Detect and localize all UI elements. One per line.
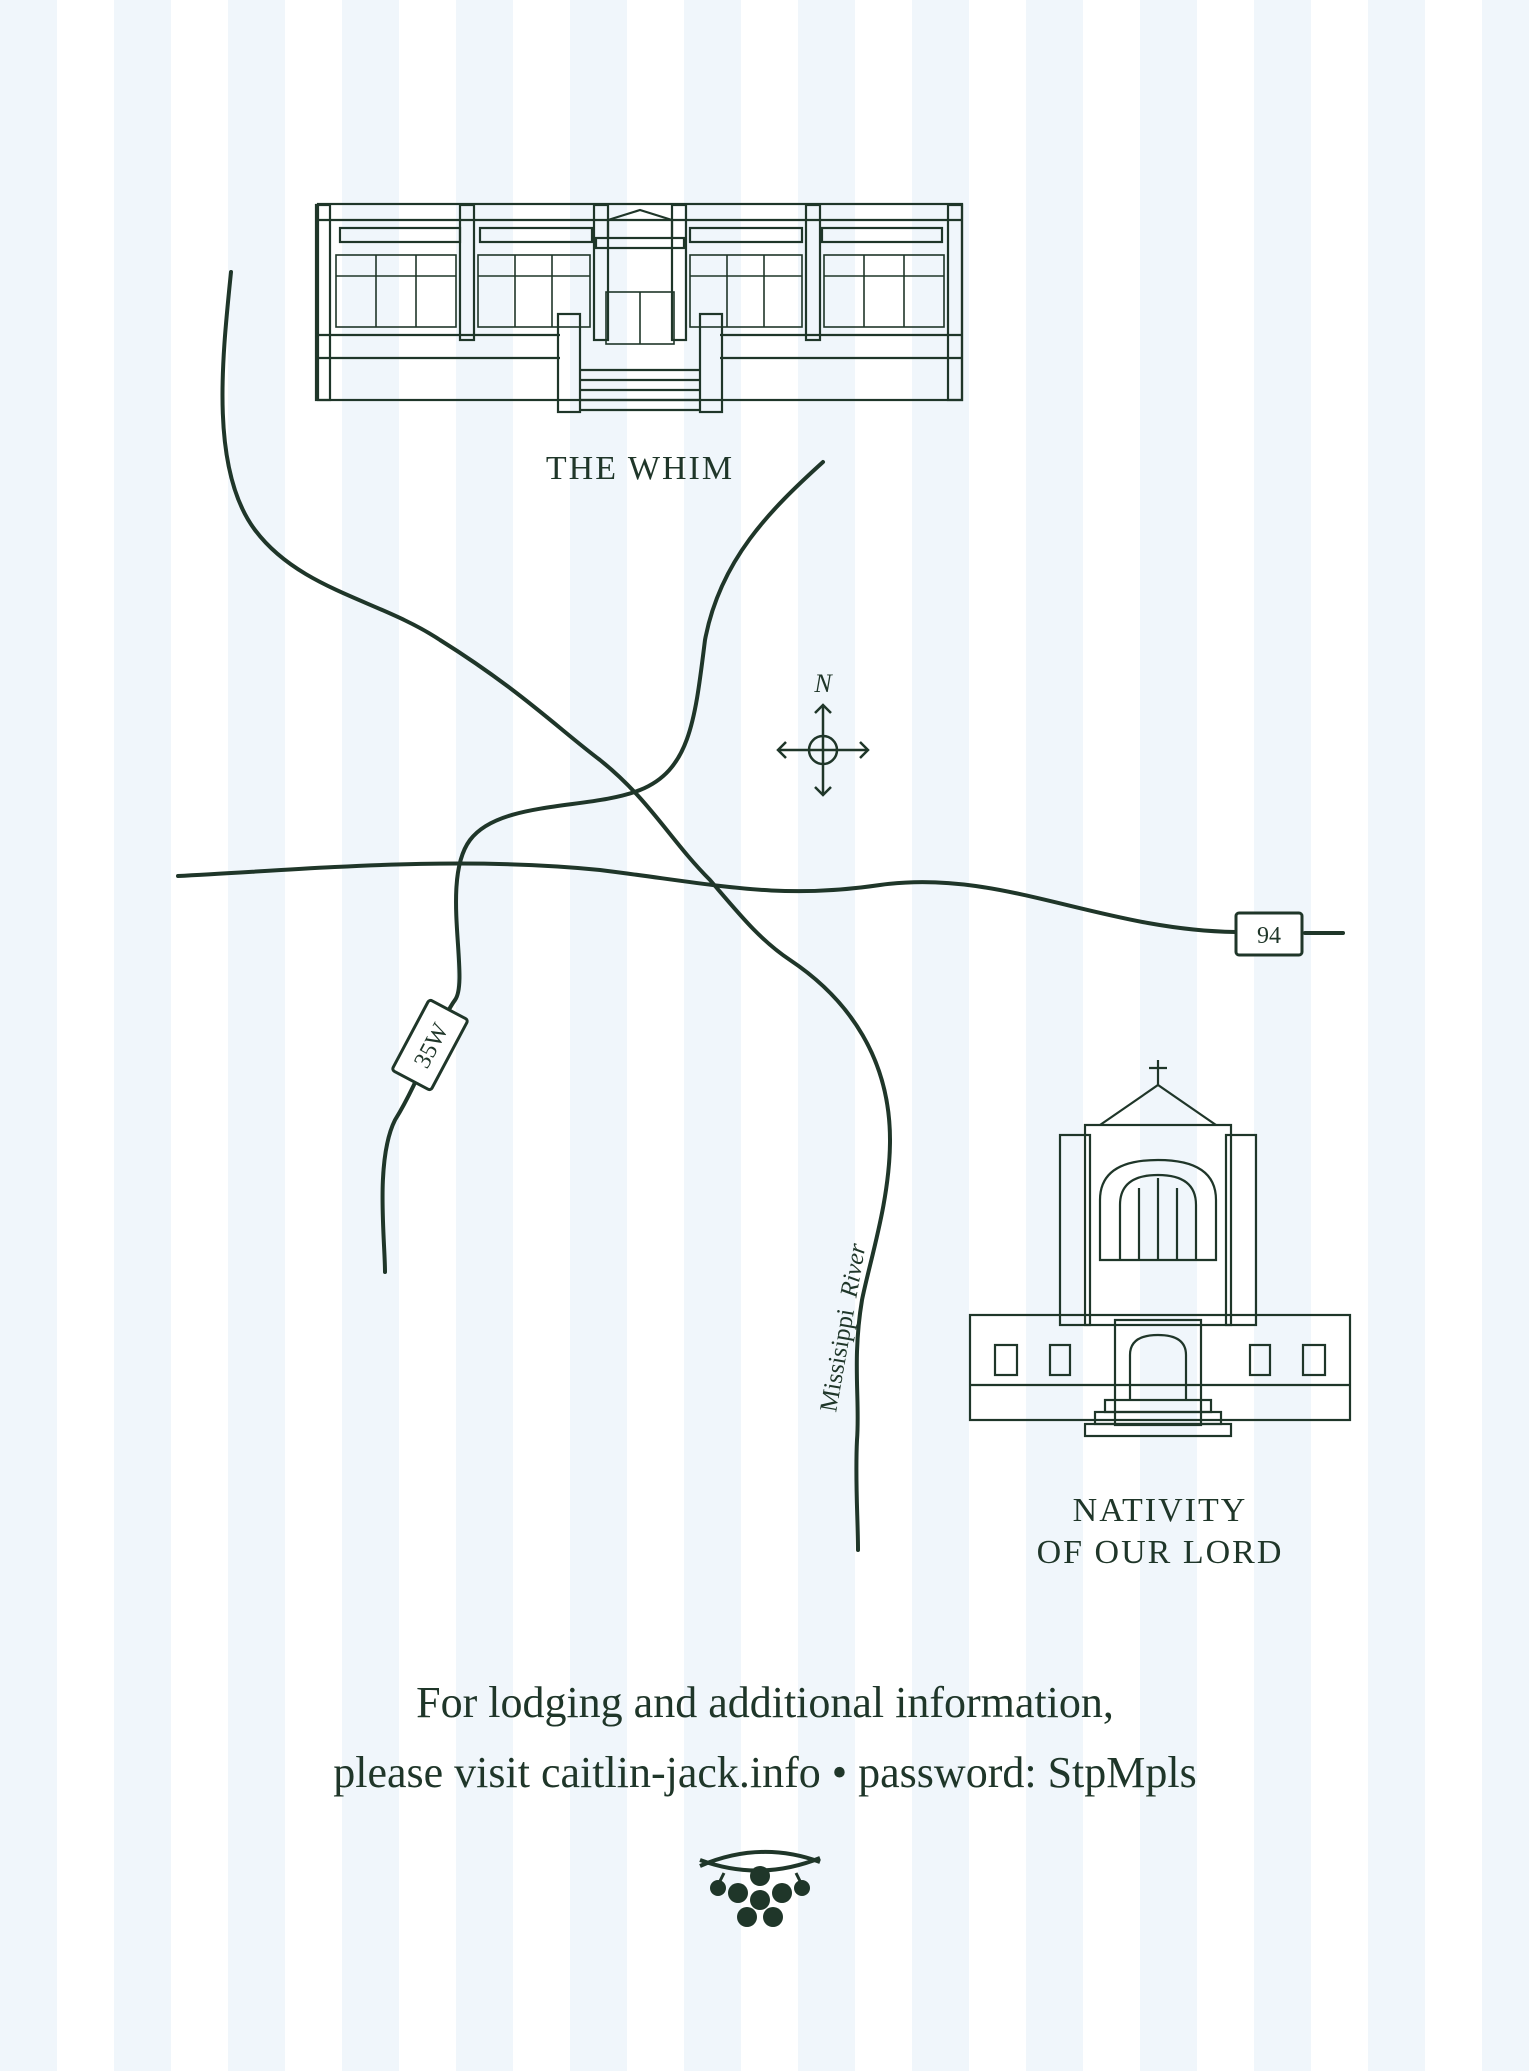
river-mississippi (854, 1138, 892, 1552)
road-i94 (176, 861, 1237, 934)
nativity-church-drawing (968, 1060, 1352, 1438)
road-northwest (220, 270, 892, 1142)
floral-ornament-icon (699, 1850, 821, 1927)
river-label: Missisippi River (815, 1241, 871, 1414)
nativity-label-line1: NATIVITY (1072, 1492, 1248, 1529)
nativity-label-line2: OF OUR LORD (1036, 1534, 1284, 1571)
compass-north-label: N (813, 669, 833, 698)
whim-building-drawing (314, 202, 964, 414)
i35w-shield: 35W (391, 998, 469, 1092)
river-label-plain: Missisippi (815, 1307, 860, 1414)
footer-line2: please visit caitlin-jack.info • passwor… (333, 1748, 1197, 1797)
nativity-label: NATIVITY OF OUR LORD (990, 1490, 1330, 1574)
river-label-italic: River (835, 1241, 871, 1300)
footer-info: For lodging and additional information, … (200, 1668, 1330, 1808)
compass-icon (776, 703, 870, 797)
whim-label: THE WHIM (545, 450, 735, 487)
road-35w (380, 460, 825, 1274)
i94-label: 94 (1257, 923, 1281, 949)
footer-line1: For lodging and additional information, (416, 1678, 1114, 1727)
i94-shield: 94 (1234, 911, 1304, 957)
